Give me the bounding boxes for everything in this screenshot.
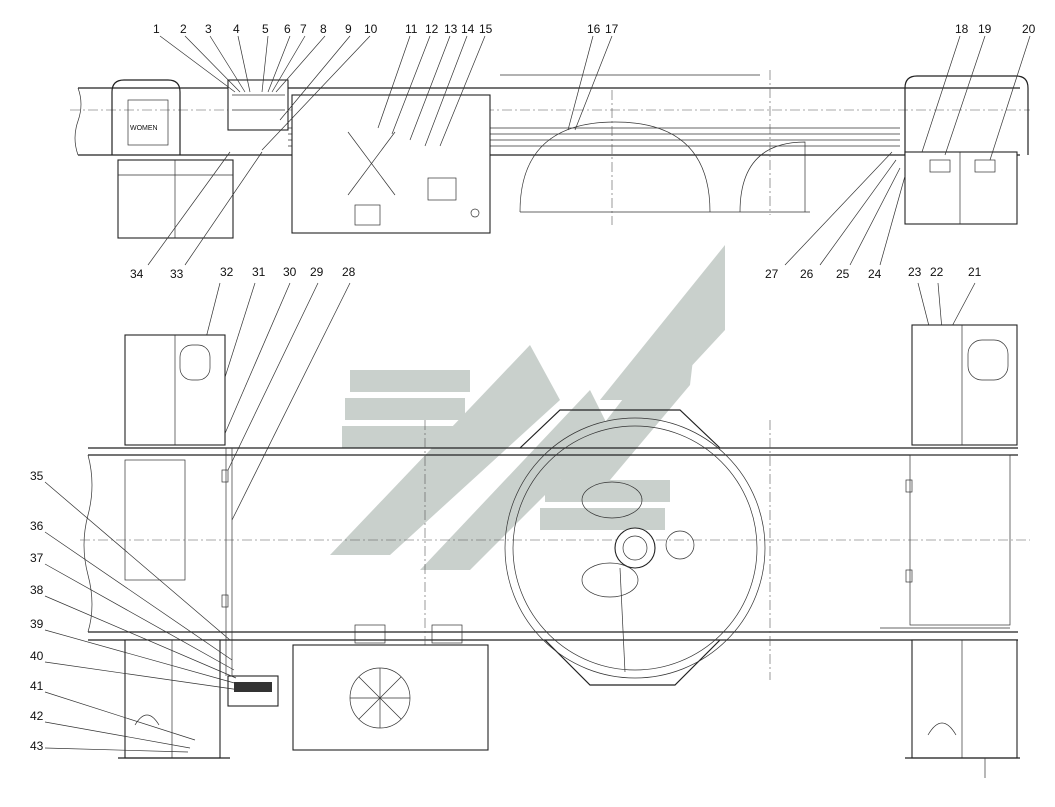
callout: 3 bbox=[205, 22, 212, 36]
callout: 36 bbox=[30, 519, 44, 533]
callout: 13 bbox=[444, 22, 458, 36]
callouts-top: 1 2 3 4 5 6 7 8 9 10 11 12 13 14 15 16 1… bbox=[153, 22, 1036, 36]
callout: 16 bbox=[587, 22, 601, 36]
top-view: WOMEN bbox=[70, 70, 1030, 239]
callout: 24 bbox=[868, 267, 882, 281]
callout: 34 bbox=[130, 267, 144, 281]
callout: 37 bbox=[30, 551, 44, 565]
callout: 6 bbox=[284, 22, 291, 36]
callout: 17 bbox=[605, 22, 619, 36]
watermark-logo-icon bbox=[330, 245, 725, 570]
callouts-left: 35 36 37 38 39 40 41 42 43 bbox=[30, 469, 241, 753]
callout: 12 bbox=[425, 22, 439, 36]
callout: 8 bbox=[320, 22, 327, 36]
callout: 43 bbox=[30, 739, 44, 753]
callout: 18 bbox=[955, 22, 969, 36]
callout: 27 bbox=[765, 267, 779, 281]
callout: 2 bbox=[180, 22, 187, 36]
callout: 35 bbox=[30, 469, 44, 483]
callout: 28 bbox=[342, 265, 356, 279]
callout: 19 bbox=[978, 22, 992, 36]
callout: 22 bbox=[930, 265, 944, 279]
top-leaders bbox=[159, 35, 1031, 161]
callout: 4 bbox=[233, 22, 240, 36]
callout: 25 bbox=[836, 267, 850, 281]
callout: 31 bbox=[252, 265, 266, 279]
callout: 14 bbox=[461, 22, 475, 36]
front-view bbox=[80, 324, 1030, 778]
callout: 38 bbox=[30, 583, 44, 597]
callout: 5 bbox=[262, 22, 269, 36]
callout: 10 bbox=[364, 22, 378, 36]
callout: 42 bbox=[30, 709, 44, 723]
callout: 32 bbox=[220, 265, 234, 279]
callout: 30 bbox=[283, 265, 297, 279]
callout: 23 bbox=[908, 265, 922, 279]
callout: 9 bbox=[345, 22, 352, 36]
callout: 33 bbox=[170, 267, 184, 281]
callout: 26 bbox=[800, 267, 814, 281]
callout: 1 bbox=[153, 22, 160, 36]
callout: 20 bbox=[1022, 22, 1036, 36]
callout: 29 bbox=[310, 265, 324, 279]
callout: 39 bbox=[30, 617, 44, 631]
callout: 15 bbox=[479, 22, 493, 36]
callout: 40 bbox=[30, 649, 44, 663]
svg-text:WOMEN: WOMEN bbox=[130, 125, 158, 132]
callout: 7 bbox=[300, 22, 307, 36]
callout: 11 bbox=[405, 22, 418, 36]
callout: 21 bbox=[968, 265, 982, 279]
callout: 41 bbox=[30, 679, 44, 693]
